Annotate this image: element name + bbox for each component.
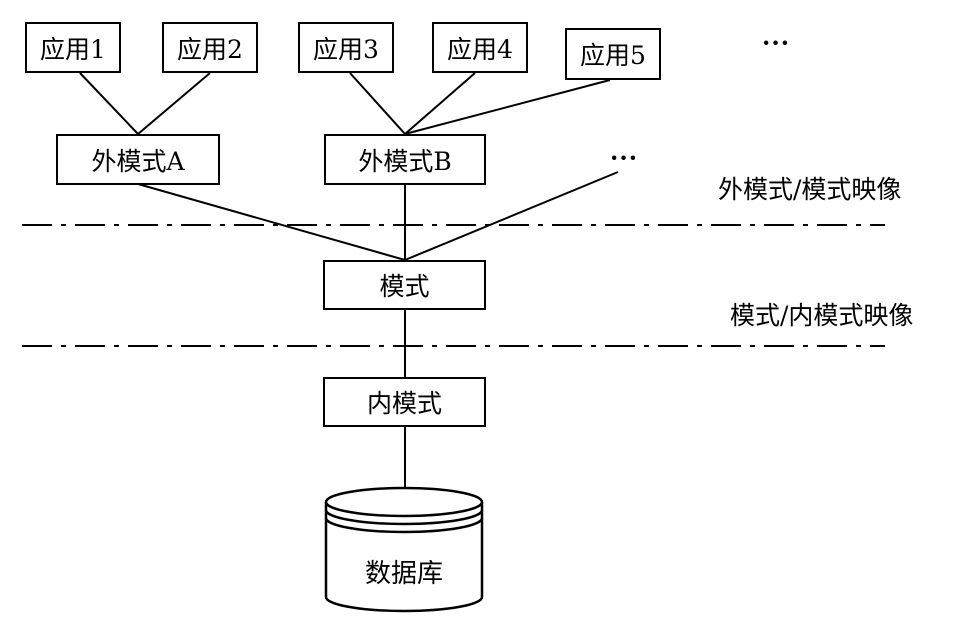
schema-box: 模式 <box>323 260 486 310</box>
external-schema-b: 外模式B <box>324 134 486 185</box>
connector-app4-extB <box>404 72 476 135</box>
connector-app3-extB <box>349 72 406 135</box>
connector-extA-schema <box>137 183 406 261</box>
mapping-label-external-conceptual: 外模式/模式映像 <box>718 175 902 204</box>
app-box-5: 应用5 <box>565 28 661 80</box>
app-box-2: 应用2 <box>162 22 258 73</box>
app-box-4: 应用4 <box>432 22 528 73</box>
app-box-1: 应用1 <box>25 22 121 73</box>
connector-app1-extA <box>79 72 139 135</box>
internal-schema-box: 内模式 <box>323 377 486 427</box>
mapping-label-conceptual-internal: 模式/内模式映像 <box>730 301 914 330</box>
database-cylinder-icon <box>324 486 484 613</box>
connector-extmore-schema <box>404 171 619 261</box>
external-schemas-more: ··· <box>610 143 639 172</box>
connectors <box>79 72 619 490</box>
external-schema-a: 外模式A <box>56 134 220 185</box>
connector-app5-extB <box>404 79 611 135</box>
applications-more: ··· <box>762 28 791 57</box>
app-box-3: 应用3 <box>298 22 394 73</box>
connector-app2-extA <box>137 72 211 135</box>
database-label: 数据库 <box>364 559 443 589</box>
